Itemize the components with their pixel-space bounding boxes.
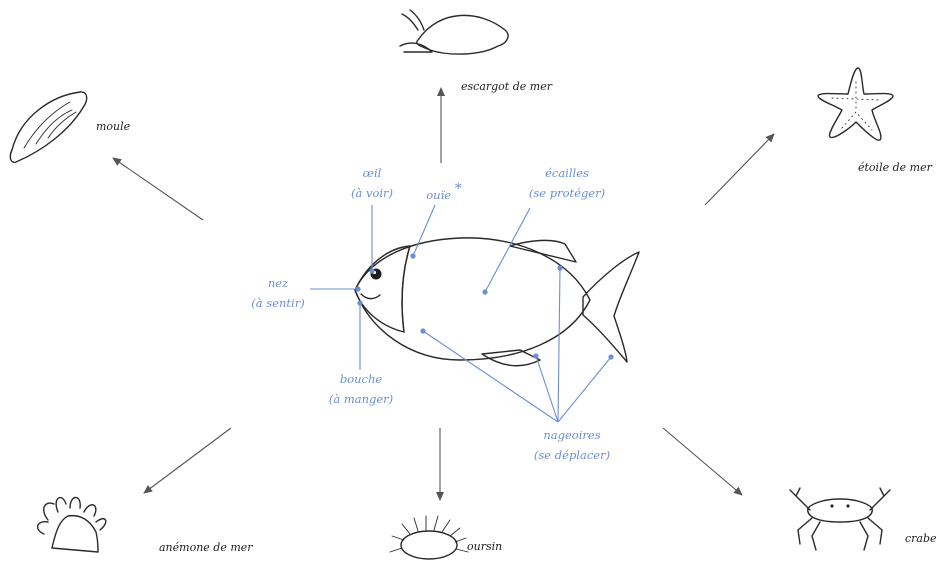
eye-name: œil xyxy=(340,166,404,180)
label-snail: escargot de mer xyxy=(461,80,552,94)
fins-name: nageoires xyxy=(522,428,622,442)
scales-name: écailles xyxy=(518,166,616,180)
fish-drawing xyxy=(355,238,639,366)
label-anemone: anémone de mer xyxy=(159,541,253,555)
label-gill: ouïe * xyxy=(416,188,472,202)
eye-use: (à voir) xyxy=(340,186,404,200)
fish-tail xyxy=(583,252,639,362)
label-scales: écailles (se protéger) xyxy=(518,166,616,200)
arrow-to-starfish xyxy=(705,134,774,205)
fish-gill xyxy=(402,246,410,332)
gill-asterisk: * xyxy=(455,181,462,197)
crab-drawing xyxy=(790,488,890,550)
anemone-drawing xyxy=(38,498,106,553)
label-urchin: oursin xyxy=(467,540,502,554)
gill-name: ouïe xyxy=(426,188,451,202)
label-nose: nez (à sentir) xyxy=(244,276,312,310)
nose-name: nez xyxy=(244,276,312,290)
arrow-to-crab xyxy=(663,428,742,495)
mouth-use: (à manger) xyxy=(318,392,404,406)
scales-use: (se protéger) xyxy=(518,186,616,200)
mouth-name: bouche xyxy=(318,372,404,386)
fish-dorsal-fin xyxy=(510,240,576,262)
fins-use: (se déplacer) xyxy=(522,448,622,462)
label-mouth: bouche (à manger) xyxy=(318,372,404,406)
label-mussel: moule xyxy=(96,120,130,134)
snail-drawing xyxy=(400,10,508,54)
label-fins: nageoires (se déplacer) xyxy=(522,428,622,462)
arrow-to-anemone xyxy=(144,428,231,493)
urchin-drawing xyxy=(390,516,468,559)
arrows xyxy=(113,88,774,500)
fish-mouth xyxy=(361,294,380,299)
nose-use: (à sentir) xyxy=(244,296,312,310)
mussel-drawing xyxy=(10,92,86,162)
starfish-drawing xyxy=(818,68,893,140)
label-crab: crabe xyxy=(905,532,937,546)
label-eye: œil (à voir) xyxy=(340,166,404,200)
label-starfish: étoile de mer xyxy=(858,161,932,175)
arrow-to-mussel xyxy=(113,158,203,220)
